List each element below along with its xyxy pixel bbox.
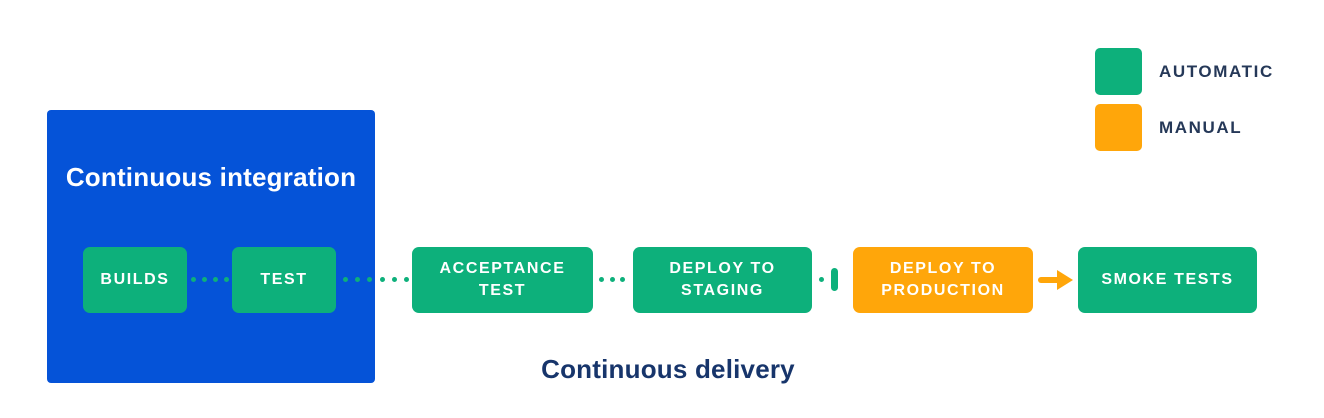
connector-dot (620, 277, 625, 282)
dotted-connector-test-acceptance (343, 277, 409, 282)
legend-item-manual: MANUAL (1095, 104, 1242, 151)
step-deploy-to-staging: DEPLOY TO STAGING (633, 247, 812, 313)
manual-gate-bar-icon (831, 268, 838, 291)
dotted-connector-staging-production (819, 277, 825, 282)
continuous-integration-title: Continuous integration (65, 162, 357, 192)
step-deploy-to-production: DEPLOY TO PRODUCTION (853, 247, 1033, 313)
connector-dot (355, 277, 361, 282)
connector-dot (819, 277, 824, 282)
legend-label-manual: MANUAL (1159, 117, 1243, 137)
continuous-integration-group-box (47, 110, 375, 383)
legend-label-automatic: AUTOMATIC (1159, 61, 1274, 81)
connector-dot (343, 277, 348, 282)
connector-dot (224, 277, 229, 282)
dotted-connector-builds-test (191, 277, 229, 282)
dotted-connector-acceptance-staging (599, 277, 625, 282)
step-smoke-tests: SMOKE TESTS (1078, 247, 1257, 313)
step-test: TEST (232, 247, 336, 313)
legend-item-automatic: AUTOMATIC (1095, 48, 1274, 95)
connector-dot (609, 277, 615, 282)
connector-dot (599, 277, 604, 282)
automatic-swatch-icon (1095, 48, 1142, 95)
connector-dot (191, 277, 196, 282)
continuous-delivery-title: Continuous delivery (541, 354, 795, 384)
manual-swatch-icon (1095, 104, 1142, 151)
connector-dot (213, 277, 218, 282)
arrow-right-icon (1038, 270, 1073, 290)
connector-dot (202, 277, 207, 282)
connector-dot (367, 277, 373, 282)
step-acceptance-test: ACCEPTANCE TEST (412, 247, 593, 313)
connector-dot (391, 277, 397, 282)
step-builds: BUILDS (83, 247, 187, 313)
connector-dot (403, 277, 409, 282)
connector-dot (379, 277, 385, 282)
